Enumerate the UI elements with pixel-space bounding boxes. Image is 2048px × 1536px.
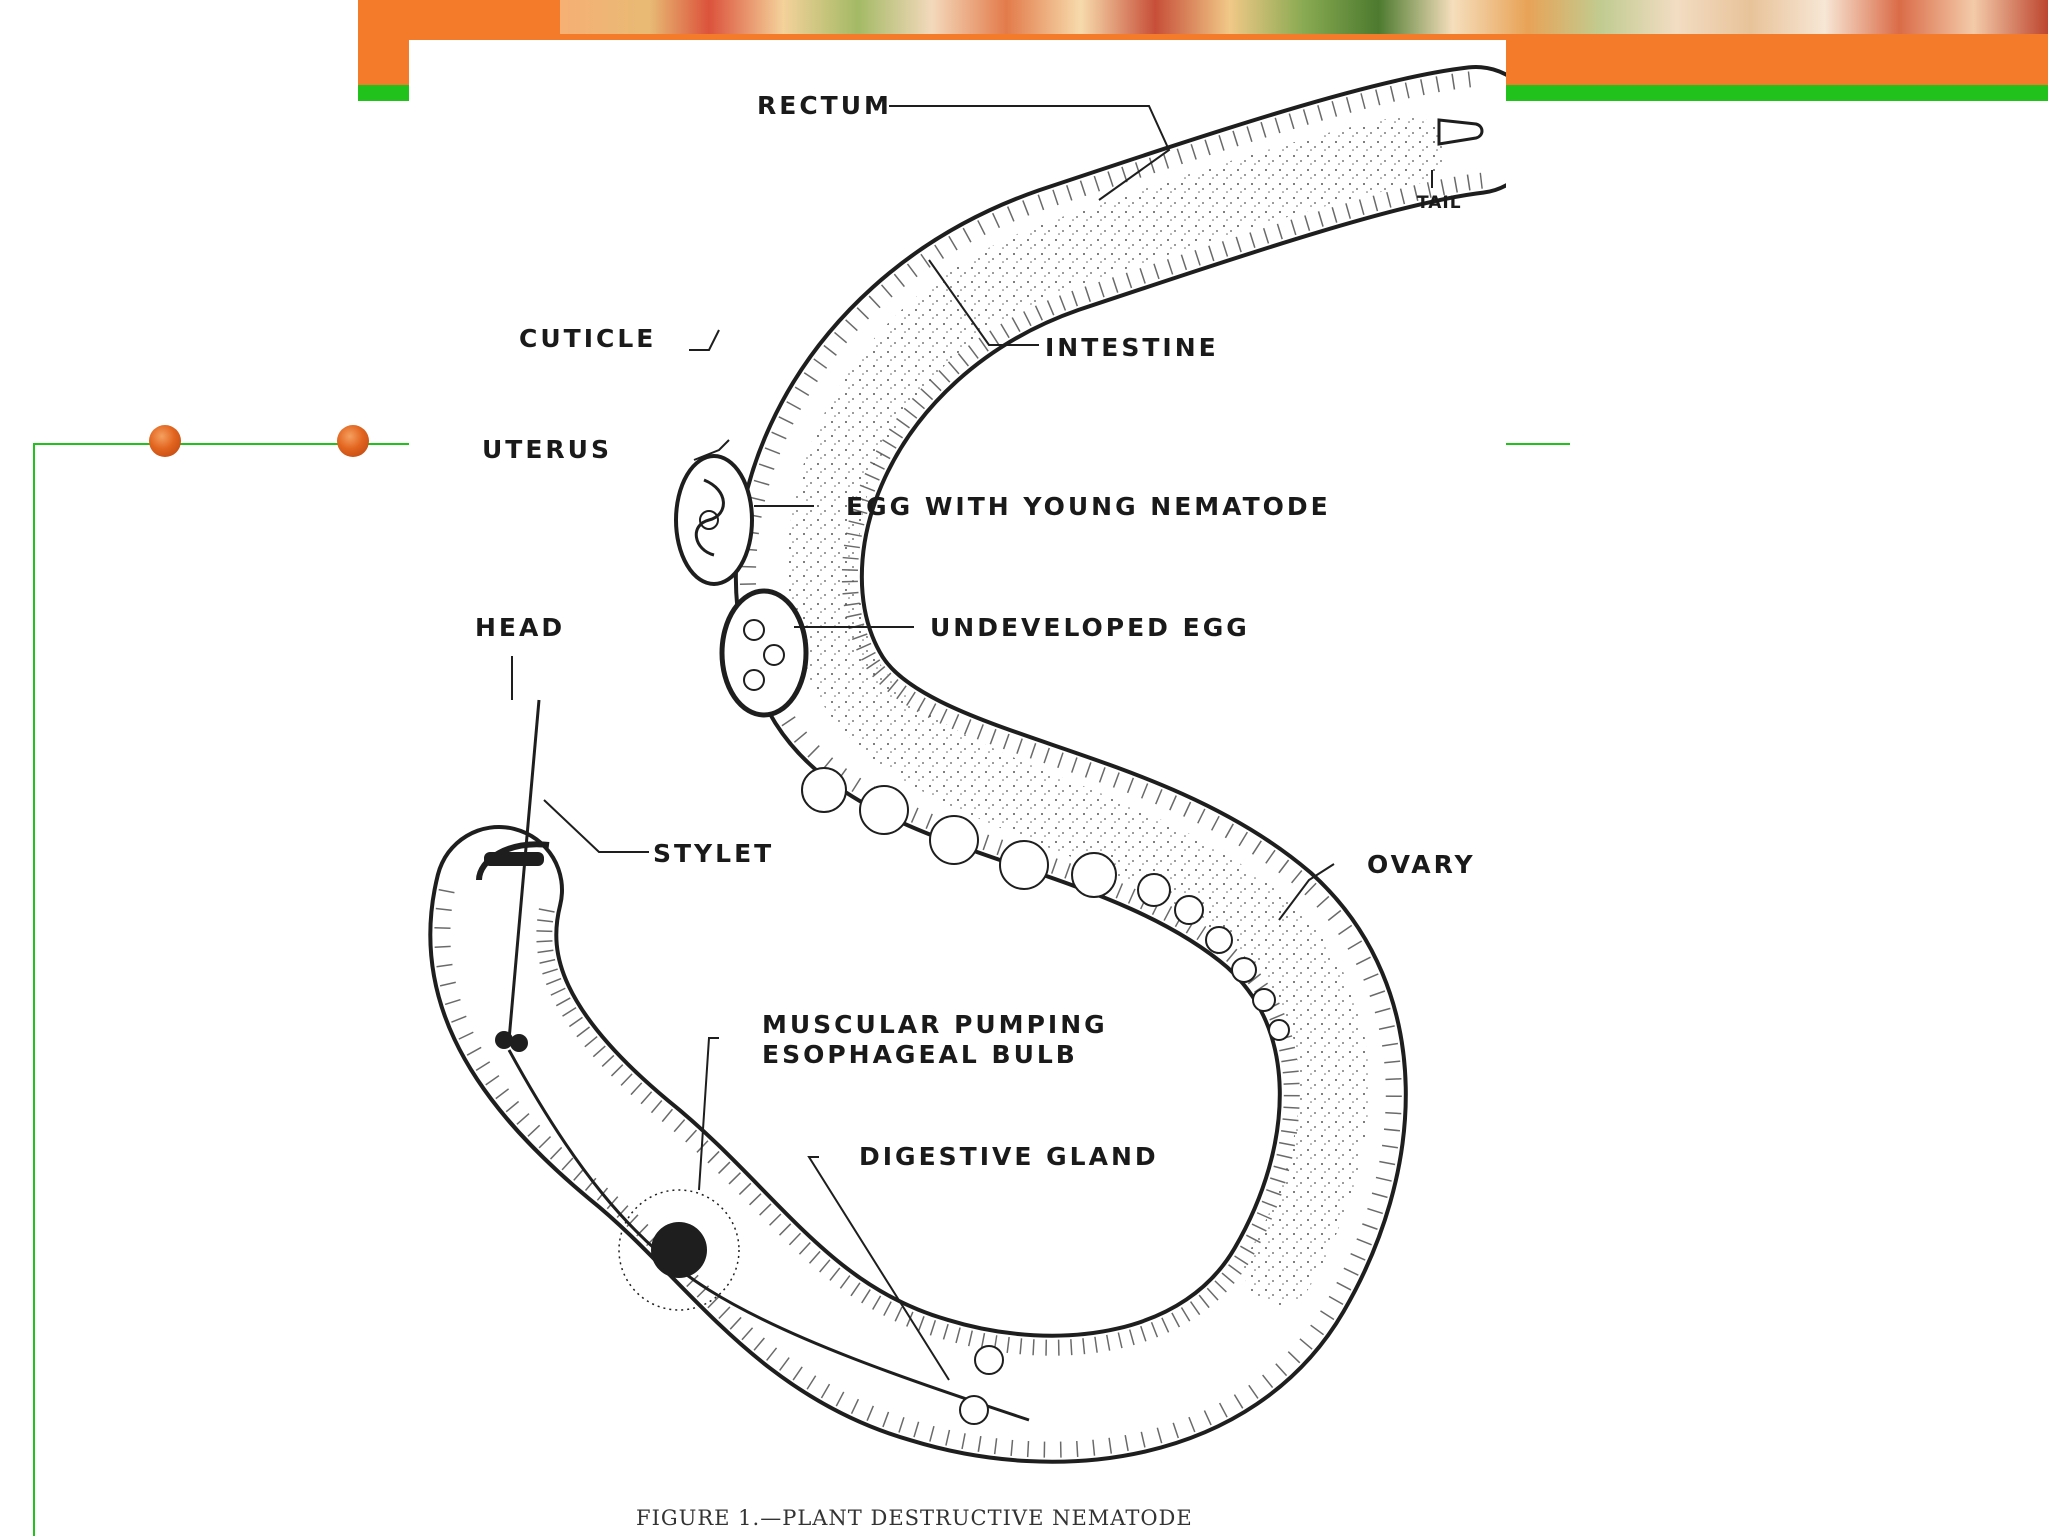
ovary-cells: [801, 767, 1290, 1041]
label-intestine: INTESTINE: [1045, 333, 1219, 362]
label-rectum: RECTUM: [757, 91, 892, 120]
decorative-orange-dot: [337, 425, 369, 457]
label-esophageal-bulb: ESOPHAGEAL BULB: [762, 1040, 1078, 1069]
head-structures: [476, 699, 1030, 1425]
label-tail: TAIL: [1417, 193, 1462, 213]
label-head: HEAD: [475, 613, 565, 642]
label-uterus: UTERUS: [482, 435, 612, 464]
label-cuticle: CUTICLE: [519, 324, 656, 353]
label-undeveloped-egg: UNDEVELOPED EGG: [930, 613, 1250, 642]
label-stylet: STYLET: [653, 839, 774, 868]
egg-with-young-nematode: [674, 454, 754, 586]
leader-lines: [511, 105, 1433, 1381]
label-egg-with-young-nematode: EGG WITH YOUNG NEMATODE: [846, 492, 1331, 521]
label-ovary: OVARY: [1367, 850, 1476, 879]
figure-caption: FIGURE 1.—PLANT DESTRUCTIVE NEMATODE: [636, 1506, 1193, 1530]
decorative-orange-dot: [149, 425, 181, 457]
decorative-vertical-line: [33, 443, 35, 1536]
nematode-diagram: RECTUM TAIL INTESTINE CUTICLE UTERUS EGG…: [428, 65, 1506, 1530]
label-muscular-pumping: MUSCULAR PUMPING: [762, 1010, 1108, 1039]
undeveloped-egg: [719, 588, 809, 718]
header-floral-image: [560, 0, 2048, 34]
label-digestive-gland: DIGESTIVE GLAND: [859, 1142, 1159, 1171]
worm-body: [428, 65, 1506, 1464]
